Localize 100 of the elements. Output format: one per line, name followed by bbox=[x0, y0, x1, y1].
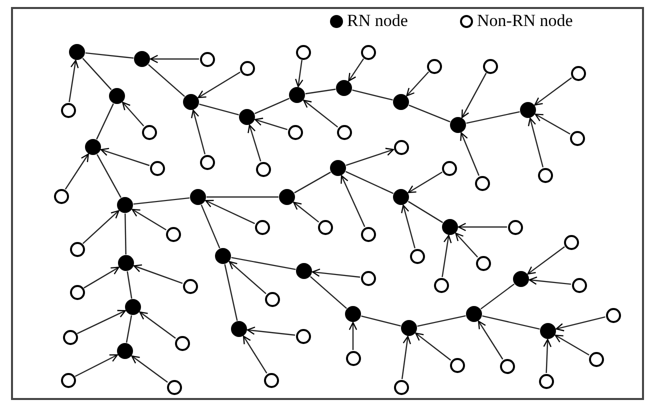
hollow-node-circle bbox=[150, 160, 164, 176]
arrow bbox=[556, 316, 606, 332]
filled-node-dot bbox=[190, 189, 206, 205]
hollow-node-circle bbox=[346, 350, 360, 366]
connector-line bbox=[310, 276, 347, 309]
connector-line bbox=[124, 213, 126, 255]
arrow bbox=[254, 118, 288, 130]
hollow-node-circle bbox=[254, 220, 270, 234]
hollow-node-circle bbox=[62, 330, 78, 344]
hollow-node-circle bbox=[336, 124, 352, 140]
arrow bbox=[534, 114, 570, 135]
hollow-node-circle bbox=[142, 124, 156, 140]
hollow-node-circle bbox=[606, 308, 620, 322]
arrow bbox=[401, 204, 416, 248]
arrow bbox=[133, 264, 183, 284]
hollow-node-circle bbox=[474, 176, 490, 190]
arrow bbox=[248, 124, 262, 162]
arrow bbox=[534, 77, 572, 106]
connector-line bbox=[96, 154, 122, 198]
filled-node-dot bbox=[345, 306, 361, 322]
filled-node-dot bbox=[117, 343, 133, 359]
arrow bbox=[293, 202, 320, 223]
filled-node-dot bbox=[125, 299, 141, 315]
filled-node-dot bbox=[239, 109, 255, 125]
connector-line bbox=[345, 171, 394, 194]
hollow-node-circle bbox=[570, 130, 584, 146]
connector-line bbox=[231, 256, 296, 270]
arrow bbox=[228, 261, 266, 294]
hollow-node-circle bbox=[264, 292, 280, 306]
hollow-node-circle bbox=[240, 60, 254, 76]
connector-line bbox=[126, 271, 132, 299]
connector-line bbox=[352, 89, 393, 101]
connector-line bbox=[206, 196, 278, 198]
connector-line bbox=[294, 172, 331, 194]
filled-node-dot bbox=[289, 87, 305, 103]
arrow bbox=[74, 354, 118, 377]
connector-line bbox=[82, 58, 112, 90]
hollow-node-circle bbox=[60, 372, 76, 388]
arrow bbox=[527, 246, 565, 275]
arrow bbox=[401, 336, 412, 380]
hollow-node-circle bbox=[360, 44, 376, 60]
hollow-node-circle bbox=[70, 242, 84, 256]
arrow bbox=[554, 334, 590, 356]
filled-node-dot bbox=[296, 263, 312, 279]
arrow bbox=[242, 336, 268, 374]
arrow bbox=[460, 132, 480, 176]
arrow bbox=[122, 102, 144, 126]
hollow-node-circle bbox=[288, 124, 302, 140]
arrow bbox=[76, 310, 126, 334]
filled-node-dot bbox=[330, 160, 346, 176]
hollow-node-circle bbox=[200, 52, 214, 66]
hollow-node-circle bbox=[570, 66, 586, 80]
hollow-node-circle bbox=[182, 278, 198, 294]
hollow-node-circle bbox=[360, 226, 376, 242]
hollow-node-circle bbox=[256, 162, 270, 176]
hollow-node-circle bbox=[296, 44, 310, 60]
arrow bbox=[295, 60, 304, 88]
hollow-node-circle bbox=[360, 270, 376, 286]
arrow bbox=[82, 210, 120, 244]
hollow-node-circle bbox=[394, 380, 408, 394]
connector-line bbox=[148, 64, 185, 97]
arrow bbox=[346, 148, 394, 166]
filled-node-dot bbox=[336, 80, 352, 96]
filled-node-dot bbox=[401, 320, 417, 336]
arrow bbox=[139, 311, 176, 339]
arrow bbox=[198, 72, 240, 98]
connector-line bbox=[254, 98, 290, 114]
connector-line bbox=[96, 103, 114, 140]
filled-node-dot bbox=[134, 51, 150, 67]
arrow bbox=[415, 332, 452, 361]
arrow bbox=[68, 60, 79, 102]
hollow-node-circle bbox=[564, 234, 578, 250]
hollow-node-circle bbox=[410, 248, 424, 264]
connector-line bbox=[199, 104, 239, 116]
arrow bbox=[408, 172, 442, 194]
filled-node-dot bbox=[183, 94, 199, 110]
hollow-node-circle bbox=[482, 58, 498, 74]
filled-node-dot bbox=[117, 197, 133, 213]
hollow-node-circle bbox=[264, 372, 278, 388]
arrow bbox=[205, 200, 255, 224]
legend-label: RN node bbox=[347, 11, 408, 31]
filled-node-dot bbox=[393, 94, 409, 110]
arrow bbox=[461, 72, 487, 118]
arrow bbox=[543, 338, 552, 374]
arrow bbox=[190, 110, 206, 154]
hollow-node-circle bbox=[588, 352, 604, 366]
arrow bbox=[100, 148, 150, 166]
hollow-node-circle bbox=[200, 154, 214, 170]
hollow-node-circle bbox=[166, 380, 182, 394]
hollow-node-circle bbox=[394, 140, 408, 154]
arrow bbox=[458, 222, 507, 232]
arrow bbox=[348, 58, 364, 82]
hollow-node-circle bbox=[166, 226, 180, 242]
filled-node-dot bbox=[85, 139, 101, 155]
arrow bbox=[64, 154, 89, 190]
arrow bbox=[442, 234, 452, 278]
filled-node-dot bbox=[540, 323, 556, 339]
hollow-node-circle bbox=[538, 168, 552, 182]
connector-line bbox=[480, 284, 515, 310]
hollow-node-circle bbox=[70, 284, 84, 300]
